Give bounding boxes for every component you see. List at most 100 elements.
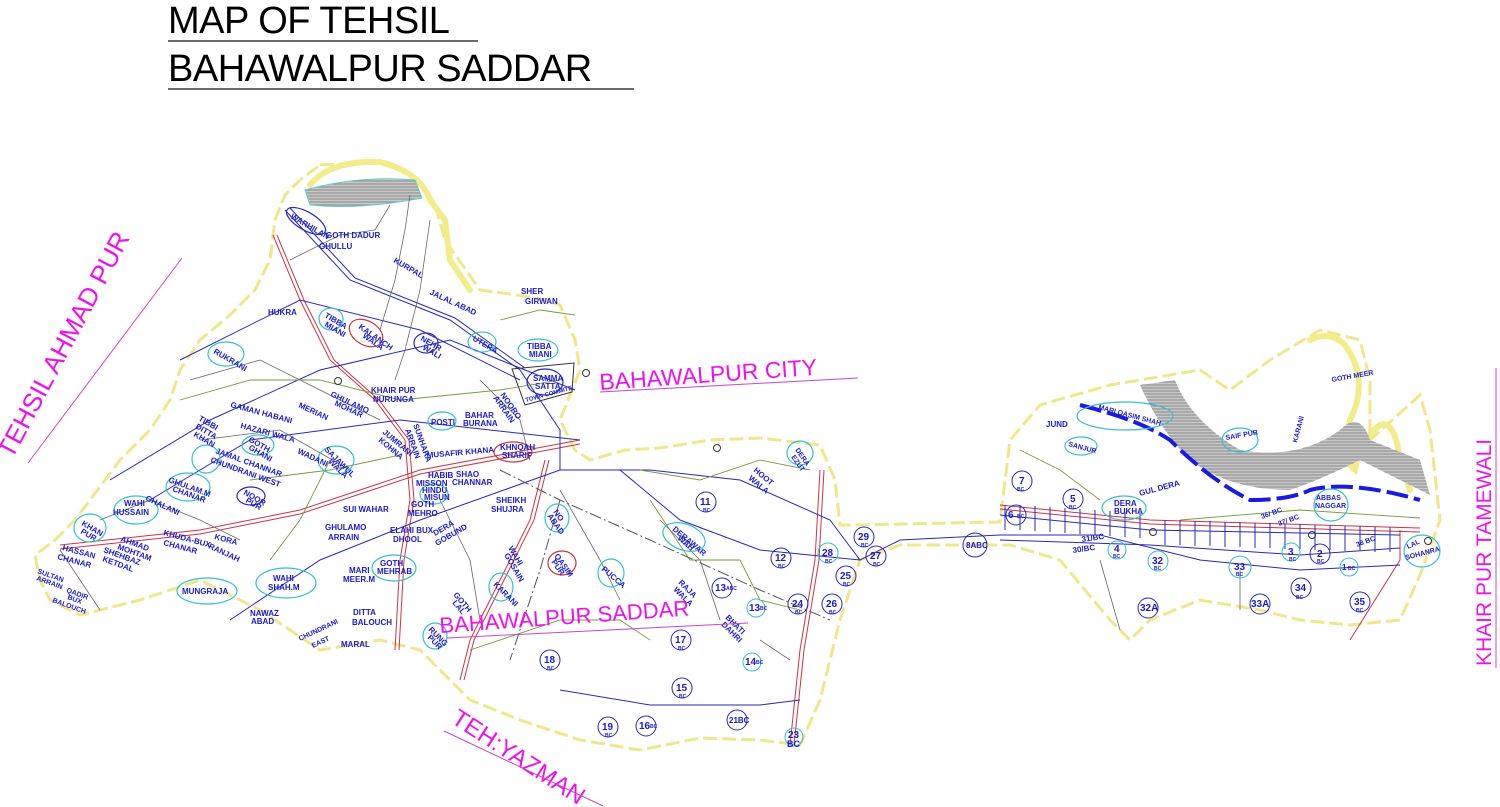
svg-text:NAWAZ: NAWAZ [250,609,279,618]
svg-text:24: 24 [792,599,804,610]
svg-text:15: 15 [676,683,688,694]
svg-text:MERIAN: MERIAN [297,401,330,423]
svg-text:BC: BC [760,606,768,612]
svg-text:19: 19 [602,722,614,733]
svg-text:MUNGRAJA: MUNGRAJA [182,587,228,596]
svg-text:23: 23 [788,730,800,741]
svg-text:BC: BC [679,694,687,700]
svg-text:26: 26 [826,599,838,610]
region-label-khairpur: KHAIR PUR TAMEWALI [1473,439,1496,666]
svg-text:KURPAL: KURPAL [392,256,425,280]
svg-text:SHAO: SHAO [456,470,479,479]
svg-text:3: 3 [1288,547,1294,558]
svg-text:MISSON: MISSON [416,479,448,488]
svg-text:GUL DERA: GUL DERA [1138,478,1181,498]
svg-text:14: 14 [745,657,757,668]
svg-text:BC: BC [678,646,686,652]
svg-text:BC: BC [843,582,851,588]
title-underline-1 [168,40,478,42]
svg-text:BC: BC [1348,566,1356,572]
svg-text:BUX: BUX [66,594,83,606]
svg-text:ABAD: ABAD [251,617,274,626]
svg-text:SHAH.M: SHAH.M [268,583,300,592]
svg-text:32: 32 [1152,556,1164,567]
region-label-yazman: TEH:YAZMAN [447,704,590,807]
svg-text:ELAHI BUX: ELAHI BUX [390,526,434,535]
svg-text:ARRAIN: ARRAIN [328,533,359,542]
dash-dot-boundary-2 [509,499,561,661]
svg-text:NURUNGA: NURUNGA [373,395,414,404]
svg-text:CHANNAR: CHANNAR [452,478,493,487]
region-label-saddar: BAHAWALPUR SADDAR [439,596,690,638]
river-bed-east [1140,380,1430,495]
svg-text:BUKHA: BUKHA [1114,507,1143,516]
svg-text:21BC: 21BC [729,716,750,725]
svg-text:6: 6 [1008,510,1014,521]
svg-text:33A: 33A [1251,599,1269,610]
svg-text:GIRWAN: GIRWAN [525,297,558,306]
svg-text:BC: BC [825,559,833,565]
svg-text:16: 16 [639,721,651,732]
svg-text:WAHI: WAHI [124,499,145,508]
svg-text:BC: BC [1069,505,1077,511]
svg-text:GOTH MEER: GOTH MEER [1331,370,1374,384]
landmark-circles [334,369,1432,545]
svg-text:BC: BC [795,610,803,616]
svg-text:SHEIKH: SHEIKH [496,496,526,505]
svg-text:BC: BC [1289,557,1297,563]
svg-text:1: 1 [1342,563,1347,572]
svg-text:MISUN: MISUN [424,493,450,502]
svg-text:HABIB: HABIB [428,471,454,480]
svg-text:SHER: SHER [521,287,543,296]
svg-text:33: 33 [1234,562,1246,573]
svg-text:BC: BC [1017,514,1025,520]
svg-text:35: 35 [1354,597,1366,608]
svg-text:BC: BC [829,610,837,616]
svg-text:4: 4 [1114,544,1120,555]
svg-text:SHUJRA: SHUJRA [491,505,524,514]
village-highlight-ellipses [73,206,1441,650]
svg-text:ABBAS: ABBAS [1316,495,1341,502]
svg-text:BURANA: BURANA [463,419,498,428]
svg-text:MEER.M: MEER.M [343,575,375,584]
svg-text:DERA: DERA [1114,499,1137,508]
svg-text:NAGGAR: NAGGAR [1315,503,1346,510]
river-bed-north [304,178,423,207]
village-labels: WARHILAN GOTH DADUR GHULLU KURPAL JALAL … [35,212,1440,652]
svg-text:HINDU: HINDU [422,486,448,495]
svg-text:SUI WAHAR: SUI WAHAR [343,505,389,514]
town-committee-boundary [511,362,575,406]
svg-text:KARANI: KARANI [1292,415,1306,443]
svg-text:BC: BC [1356,608,1364,614]
svg-text:18: 18 [544,655,556,666]
svg-text:MEHRAB: MEHRAB [377,567,412,576]
svg-text:GHULAMO: GHULAMO [325,523,366,532]
svg-text:5: 5 [1070,494,1076,505]
svg-text:BC: BC [861,543,869,549]
svg-text:GHULLU: GHULLU [319,242,353,251]
svg-text:28: 28 [822,548,834,559]
svg-text:SHARIF: SHARIF [502,451,532,460]
svg-text:DHOOL: DHOOL [393,535,422,544]
svg-text:27: 27 [870,551,882,562]
svg-text:25: 25 [840,571,852,582]
svg-text:2: 2 [1317,549,1323,560]
svg-text:7: 7 [1019,476,1025,487]
chak-markers [539,470,1371,747]
svg-text:KARANI: KARANI [492,580,520,608]
title-underline-2 [168,88,634,90]
svg-text:BC: BC [703,508,711,514]
minor-boundaries-green [179,309,1421,651]
svg-text:BC: BC [650,724,658,730]
svg-text:TIBBA: TIBBA [527,342,552,351]
svg-text:SAMMA: SAMMA [533,374,563,383]
svg-text:37/ BC: 37/ BC [1277,514,1300,528]
svg-text:HUSSAIN: HUSSAIN [113,508,149,517]
svg-text:11: 11 [700,497,711,508]
svg-text:8ABC: 8ABC [966,541,988,550]
svg-text:MIANI: MIANI [529,350,552,359]
svg-text:WAHI: WAHI [273,574,294,583]
svg-text:BC: BC [778,564,786,570]
